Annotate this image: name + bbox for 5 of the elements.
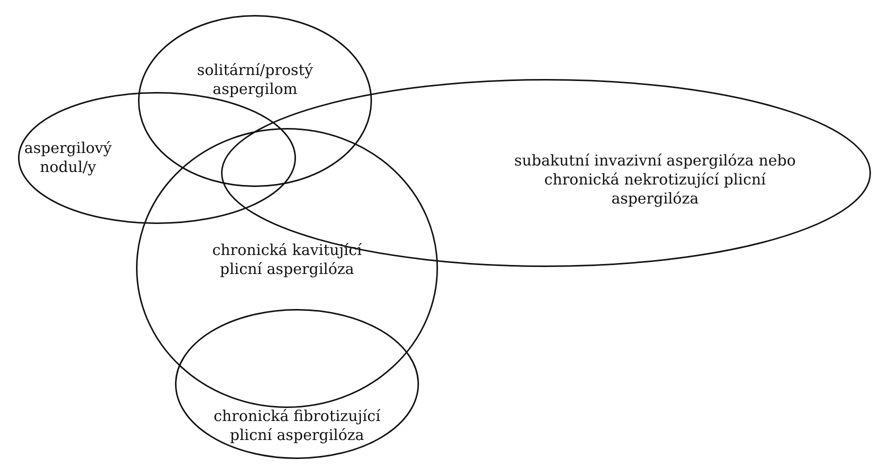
set-label: solitární/prostý aspergilom xyxy=(196,61,314,99)
set-label: subakutní invazivní aspergilóza nebo chronická nekrotizující plicní aspergilóza xyxy=(513,152,797,208)
set-label: chronická fibrotizující plicní aspergilóza xyxy=(212,407,382,445)
set-label: chronická kavitující plicní aspergilóza xyxy=(211,241,363,279)
set-label: aspergilový nodul/y xyxy=(23,139,113,177)
